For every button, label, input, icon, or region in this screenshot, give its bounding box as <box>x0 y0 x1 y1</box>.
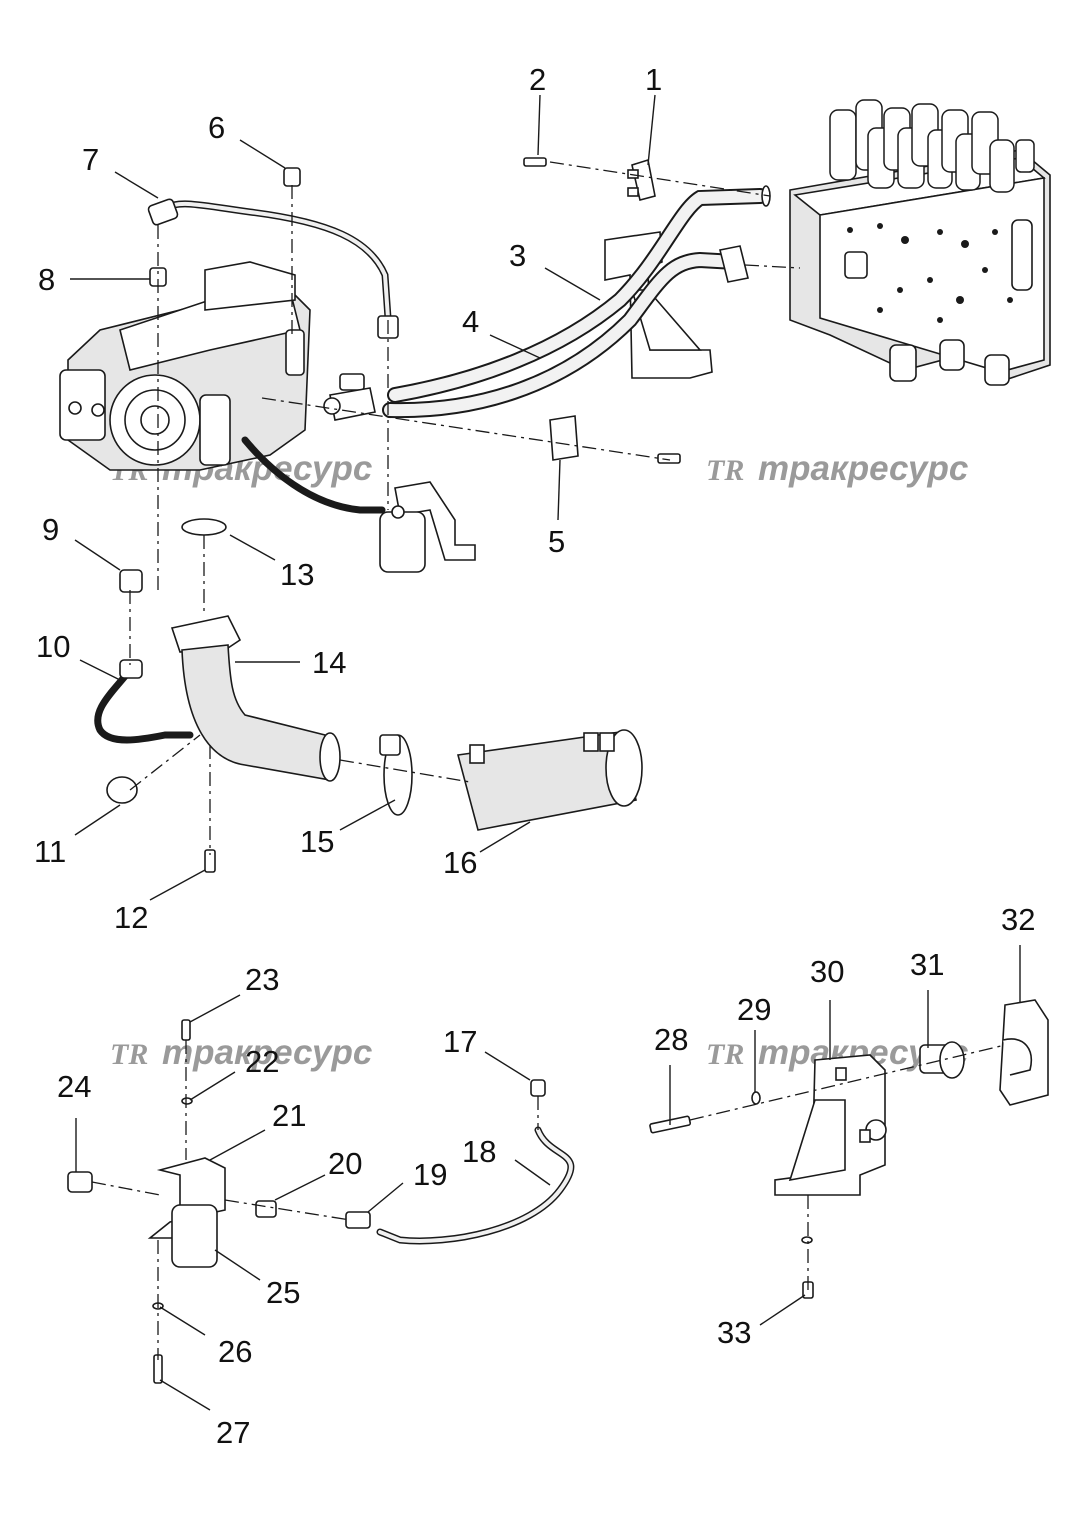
callout-26: 26 <box>218 1334 252 1369</box>
callout-3: 3 <box>509 238 526 273</box>
watermark-logo: TR <box>110 1038 148 1071</box>
watermark-logo: TR <box>706 454 744 487</box>
o-ring-13-drawing <box>181 518 227 536</box>
callout-6: 6 <box>208 110 225 145</box>
filter-assembly-drawing <box>379 481 476 573</box>
callout-17: 17 <box>443 1024 477 1059</box>
bracket-30-drawing <box>774 1054 887 1196</box>
callout-33: 33 <box>717 1315 751 1350</box>
callout-12: 12 <box>114 900 148 935</box>
callout-19: 19 <box>413 1157 447 1192</box>
flange-clamp-pump-drawing <box>323 373 376 421</box>
callout-leaders <box>70 94 1021 1411</box>
hose-10-drawing <box>94 659 194 744</box>
drain-line-drawing <box>241 436 386 514</box>
watermark-2: TR тракресурс <box>706 449 968 488</box>
callout-2: 2 <box>529 62 546 97</box>
callout-22: 22 <box>245 1044 279 1079</box>
bolt-2-drawing <box>523 157 547 167</box>
hose-sleeve-16-drawing <box>456 729 643 831</box>
hose-18-drawing <box>376 1126 575 1245</box>
watermark-3: TR тракресурс <box>110 1033 372 1072</box>
callout-20: 20 <box>328 1146 362 1181</box>
filter-25-drawing <box>147 1157 226 1268</box>
callout-24: 24 <box>57 1069 91 1104</box>
hose-4-drawing <box>382 251 743 419</box>
plug-11-drawing <box>106 776 138 804</box>
callout-31: 31 <box>910 947 944 982</box>
callout-8: 8 <box>38 262 55 297</box>
watermark-brand: тракресурс <box>162 1033 372 1072</box>
flange-clamp-1-drawing <box>627 158 656 201</box>
callout-4: 4 <box>462 304 479 339</box>
fitting-19-drawing <box>345 1211 371 1229</box>
callout-7: 7 <box>82 142 99 177</box>
flange-clamp-5-drawing <box>549 415 681 464</box>
callout-23: 23 <box>245 962 279 997</box>
callout-27: 27 <box>216 1415 250 1450</box>
callout-18: 18 <box>462 1134 496 1169</box>
hose-7-drawing <box>147 198 399 339</box>
callout-labels: 1 2 3 4 5 6 7 8 9 10 11 12 13 14 15 16 1… <box>34 62 1035 1450</box>
elbow-24-drawing <box>67 1171 93 1193</box>
washer-22-drawing <box>181 1097 193 1105</box>
control-valve-drawing <box>789 99 1051 386</box>
bolt-23-drawing <box>181 1019 191 1041</box>
fitting-17-drawing <box>530 1079 546 1097</box>
callout-14: 14 <box>312 645 346 680</box>
callout-9: 9 <box>42 512 59 547</box>
callout-15: 15 <box>300 824 334 859</box>
clamp-half-32-drawing <box>999 999 1049 1106</box>
callout-16: 16 <box>443 845 477 880</box>
callout-30: 30 <box>810 954 844 989</box>
callout-1: 1 <box>645 62 662 97</box>
callout-21: 21 <box>272 1098 306 1133</box>
hose-clamp-15-drawing <box>379 734 413 816</box>
callout-5: 5 <box>548 524 565 559</box>
callout-25: 25 <box>266 1275 300 1310</box>
callout-28: 28 <box>654 1022 688 1057</box>
center-lines <box>91 161 1006 1360</box>
hose-3-drawing <box>387 188 768 403</box>
callout-11: 11 <box>34 834 66 869</box>
callout-10: 10 <box>36 629 70 664</box>
fitting-9-drawing <box>119 569 143 593</box>
washer-29-drawing <box>751 1091 761 1105</box>
pump-drawing <box>59 261 311 471</box>
suction-elbow-14-drawing <box>170 615 341 782</box>
watermark-logo: TR <box>706 1038 744 1071</box>
adapter-20-drawing <box>255 1200 277 1218</box>
callout-29: 29 <box>737 992 771 1027</box>
watermark-brand: тракресурс <box>758 449 968 488</box>
washer-33-drawing <box>801 1236 813 1244</box>
callout-32: 32 <box>1001 902 1035 937</box>
callout-13: 13 <box>280 557 314 592</box>
bolt-12-drawing <box>204 849 216 873</box>
fitting-6-drawing <box>283 167 301 187</box>
connector-31-drawing <box>919 1041 965 1079</box>
